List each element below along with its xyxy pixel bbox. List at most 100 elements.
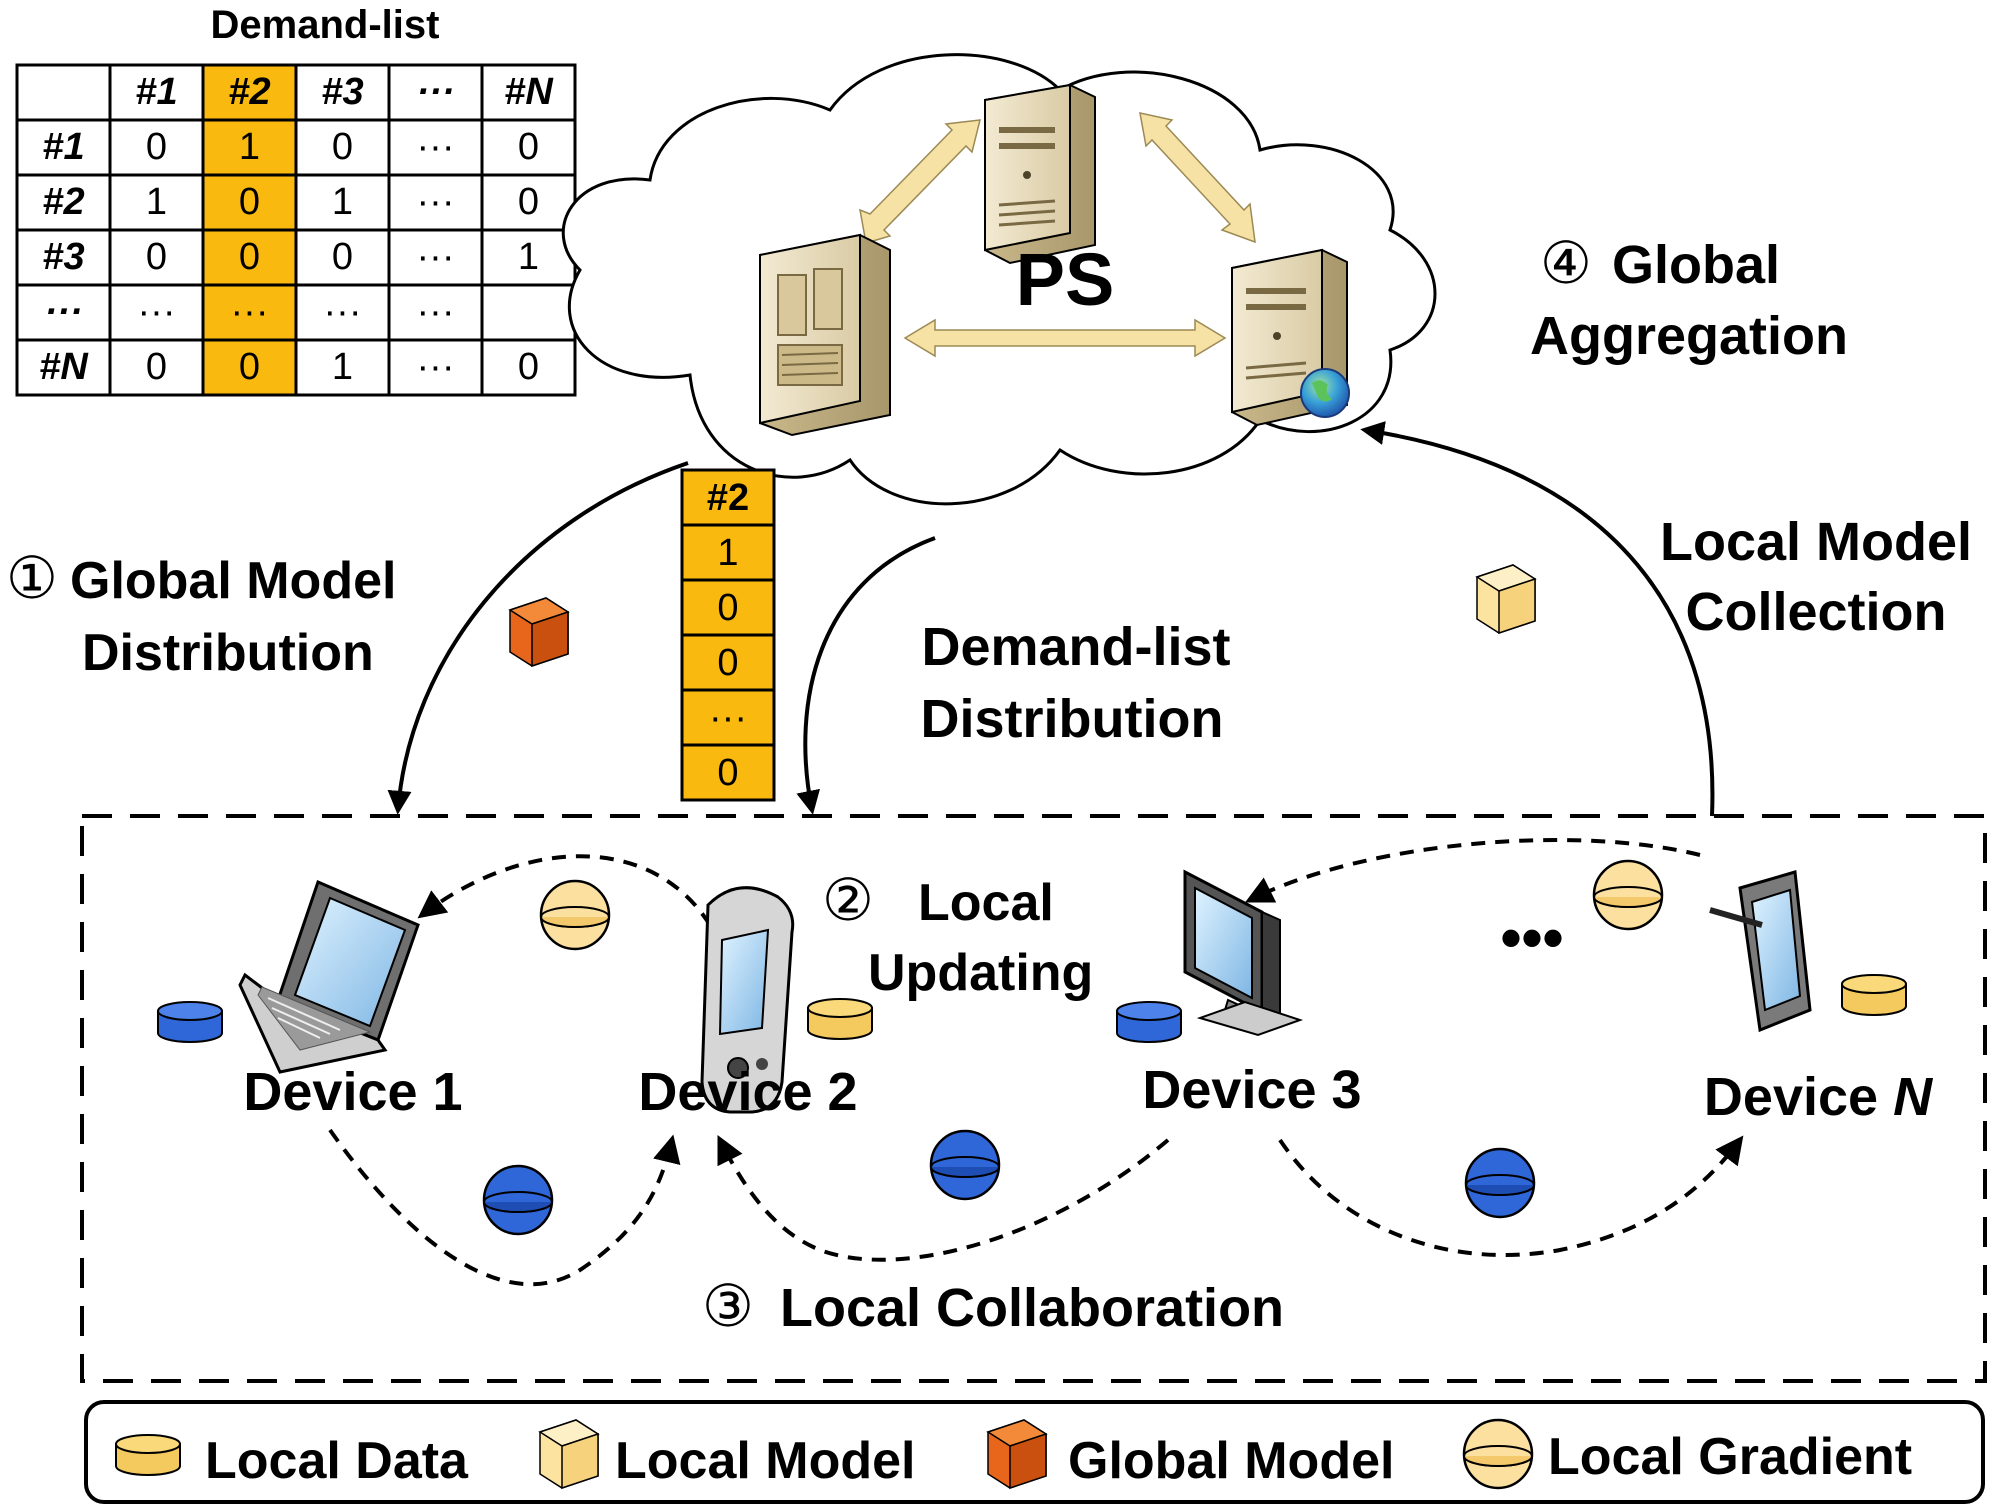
table-cell-text: ··· — [417, 181, 455, 223]
svg-text:Distribution: Distribution — [82, 624, 374, 682]
global-model-cube-icon — [509, 597, 569, 667]
table-cell-text: ··· — [231, 291, 269, 333]
collaboration-arrow-d3-dn — [1278, 1135, 1744, 1258]
step1-label: ① Global Model Distribution — [6, 544, 396, 682]
table-cell-text: 0 — [518, 126, 539, 168]
svg-text:Demand-list: Demand-list — [921, 617, 1230, 677]
legend-local-gradient-icon — [1462, 1418, 1534, 1490]
legend-local-data-label: Local Data — [205, 1432, 469, 1490]
table-cell-text: 1 — [239, 126, 260, 168]
phone-icon — [700, 886, 795, 1114]
local-model-collection-arrow — [1360, 421, 1715, 817]
legend-local-data-icon — [115, 1434, 181, 1476]
server-left-icon — [759, 233, 891, 437]
device-region-border — [80, 814, 1987, 1383]
table-cell — [387, 173, 484, 232]
table-cell-text: 0 — [146, 126, 167, 168]
table-cell — [480, 173, 577, 232]
svg-text:Global: Global — [1612, 235, 1780, 295]
vector-cell-text: #2 — [707, 477, 749, 519]
table-cell-text: 0 — [239, 236, 260, 278]
device-3-label: Device 3 — [1142, 1060, 1361, 1120]
table-cell — [201, 173, 298, 232]
local-data-cylinder-icon — [1841, 974, 1907, 1016]
laptop-icon — [238, 879, 420, 1074]
gradient-sphere-blue-icon — [1464, 1147, 1536, 1219]
ps-label: PS — [1016, 238, 1115, 321]
vector-cell-text: 1 — [717, 532, 738, 574]
local-data-cylinder-icon — [1116, 1001, 1182, 1043]
svg-text:④: ④ — [1540, 229, 1592, 297]
svg-text:Updating: Updating — [868, 944, 1093, 1002]
device-ellipsis: ••• — [1500, 904, 1563, 971]
svg-text:Local Collaboration: Local Collaboration — [780, 1278, 1284, 1338]
table-cell — [480, 118, 577, 177]
svg-text:Global Model: Global Model — [70, 552, 396, 610]
table-cell-text: ··· — [417, 126, 455, 168]
step4-label: ④ Global Aggregation — [1530, 229, 1848, 366]
vector-cell — [680, 633, 776, 692]
svg-text:①: ① — [6, 544, 58, 612]
legend-global-model-label: Global Model — [1068, 1432, 1394, 1490]
server-top-icon — [984, 83, 1096, 265]
table-cell-text: ··· — [324, 291, 362, 333]
table-cell — [480, 283, 577, 342]
table-cell — [480, 228, 577, 287]
monitor-icon — [1183, 869, 1304, 1037]
table-cell — [480, 338, 577, 397]
table-cell — [108, 228, 205, 287]
svg-text:Local: Local — [918, 874, 1054, 932]
table-cell-text: 0 — [332, 236, 353, 278]
gradient-sphere-blue-icon — [482, 1164, 554, 1236]
device-2-label: Device 2 — [638, 1062, 857, 1122]
table-cell — [387, 228, 484, 287]
table-cell — [201, 338, 298, 397]
table-cell — [201, 228, 298, 287]
global-model-distribution-arrow — [387, 461, 689, 815]
table-cell-text: 1 — [518, 236, 539, 278]
collaboration-arrow-d3-d2 — [717, 1134, 1170, 1262]
vector-cell-text: ··· — [709, 697, 747, 739]
table-cell — [294, 283, 391, 342]
table-cell — [15, 338, 112, 397]
table-cell — [15, 118, 112, 177]
device-1-label: Device 1 — [243, 1062, 462, 1122]
gradient-sphere-blue-icon — [929, 1129, 1001, 1201]
svg-text:Distribution: Distribution — [921, 689, 1224, 749]
server-link-arrows — [859, 112, 1256, 358]
globe-icon — [1300, 368, 1350, 418]
demand-list-distribution-label: Demand-list Distribution — [921, 617, 1231, 749]
demand-list-title: Demand-list — [211, 3, 440, 47]
demand-list-distribution-arrow — [796, 536, 936, 815]
svg-text:②: ② — [822, 866, 874, 934]
table-cell-text: ··· — [417, 236, 455, 278]
table-cell — [15, 173, 112, 232]
table-cell — [201, 118, 298, 177]
vector-cell-text: 0 — [717, 752, 738, 794]
local-data-cylinder-icon — [807, 998, 873, 1040]
vector-cell — [680, 743, 776, 802]
table-header-text: #2 — [228, 71, 270, 113]
legend-local-model-label: Local Model — [615, 1432, 915, 1490]
table-header-text: #3 — [42, 236, 84, 278]
table-cell-text: ··· — [417, 291, 455, 333]
step3-label: ③ Local Collaboration — [702, 1272, 1284, 1340]
table-header-text: #N — [504, 71, 554, 113]
gradient-exchange-arrow-dn-d3 — [1244, 838, 1701, 903]
table-cell-text: 0 — [239, 181, 260, 223]
svg-text:Local Model: Local Model — [1660, 512, 1972, 572]
local-gradient-sphere-icon — [1592, 859, 1664, 931]
table-cell — [387, 118, 484, 177]
vector-cell — [680, 578, 776, 637]
vector-cell-text: 0 — [717, 642, 738, 684]
local-data-cylinder-icon — [157, 1001, 223, 1043]
collaboration-arrow-d1-d2 — [328, 1128, 681, 1287]
local-model-cube-icon — [1476, 564, 1536, 634]
table-cell-text: 0 — [146, 346, 167, 388]
table-cell-text: ··· — [417, 346, 455, 388]
legend-local-gradient-label: Local Gradient — [1548, 1428, 1912, 1486]
local-model-collection-label: Local Model Collection — [1660, 512, 1972, 642]
table-header-text: #2 — [42, 181, 84, 223]
